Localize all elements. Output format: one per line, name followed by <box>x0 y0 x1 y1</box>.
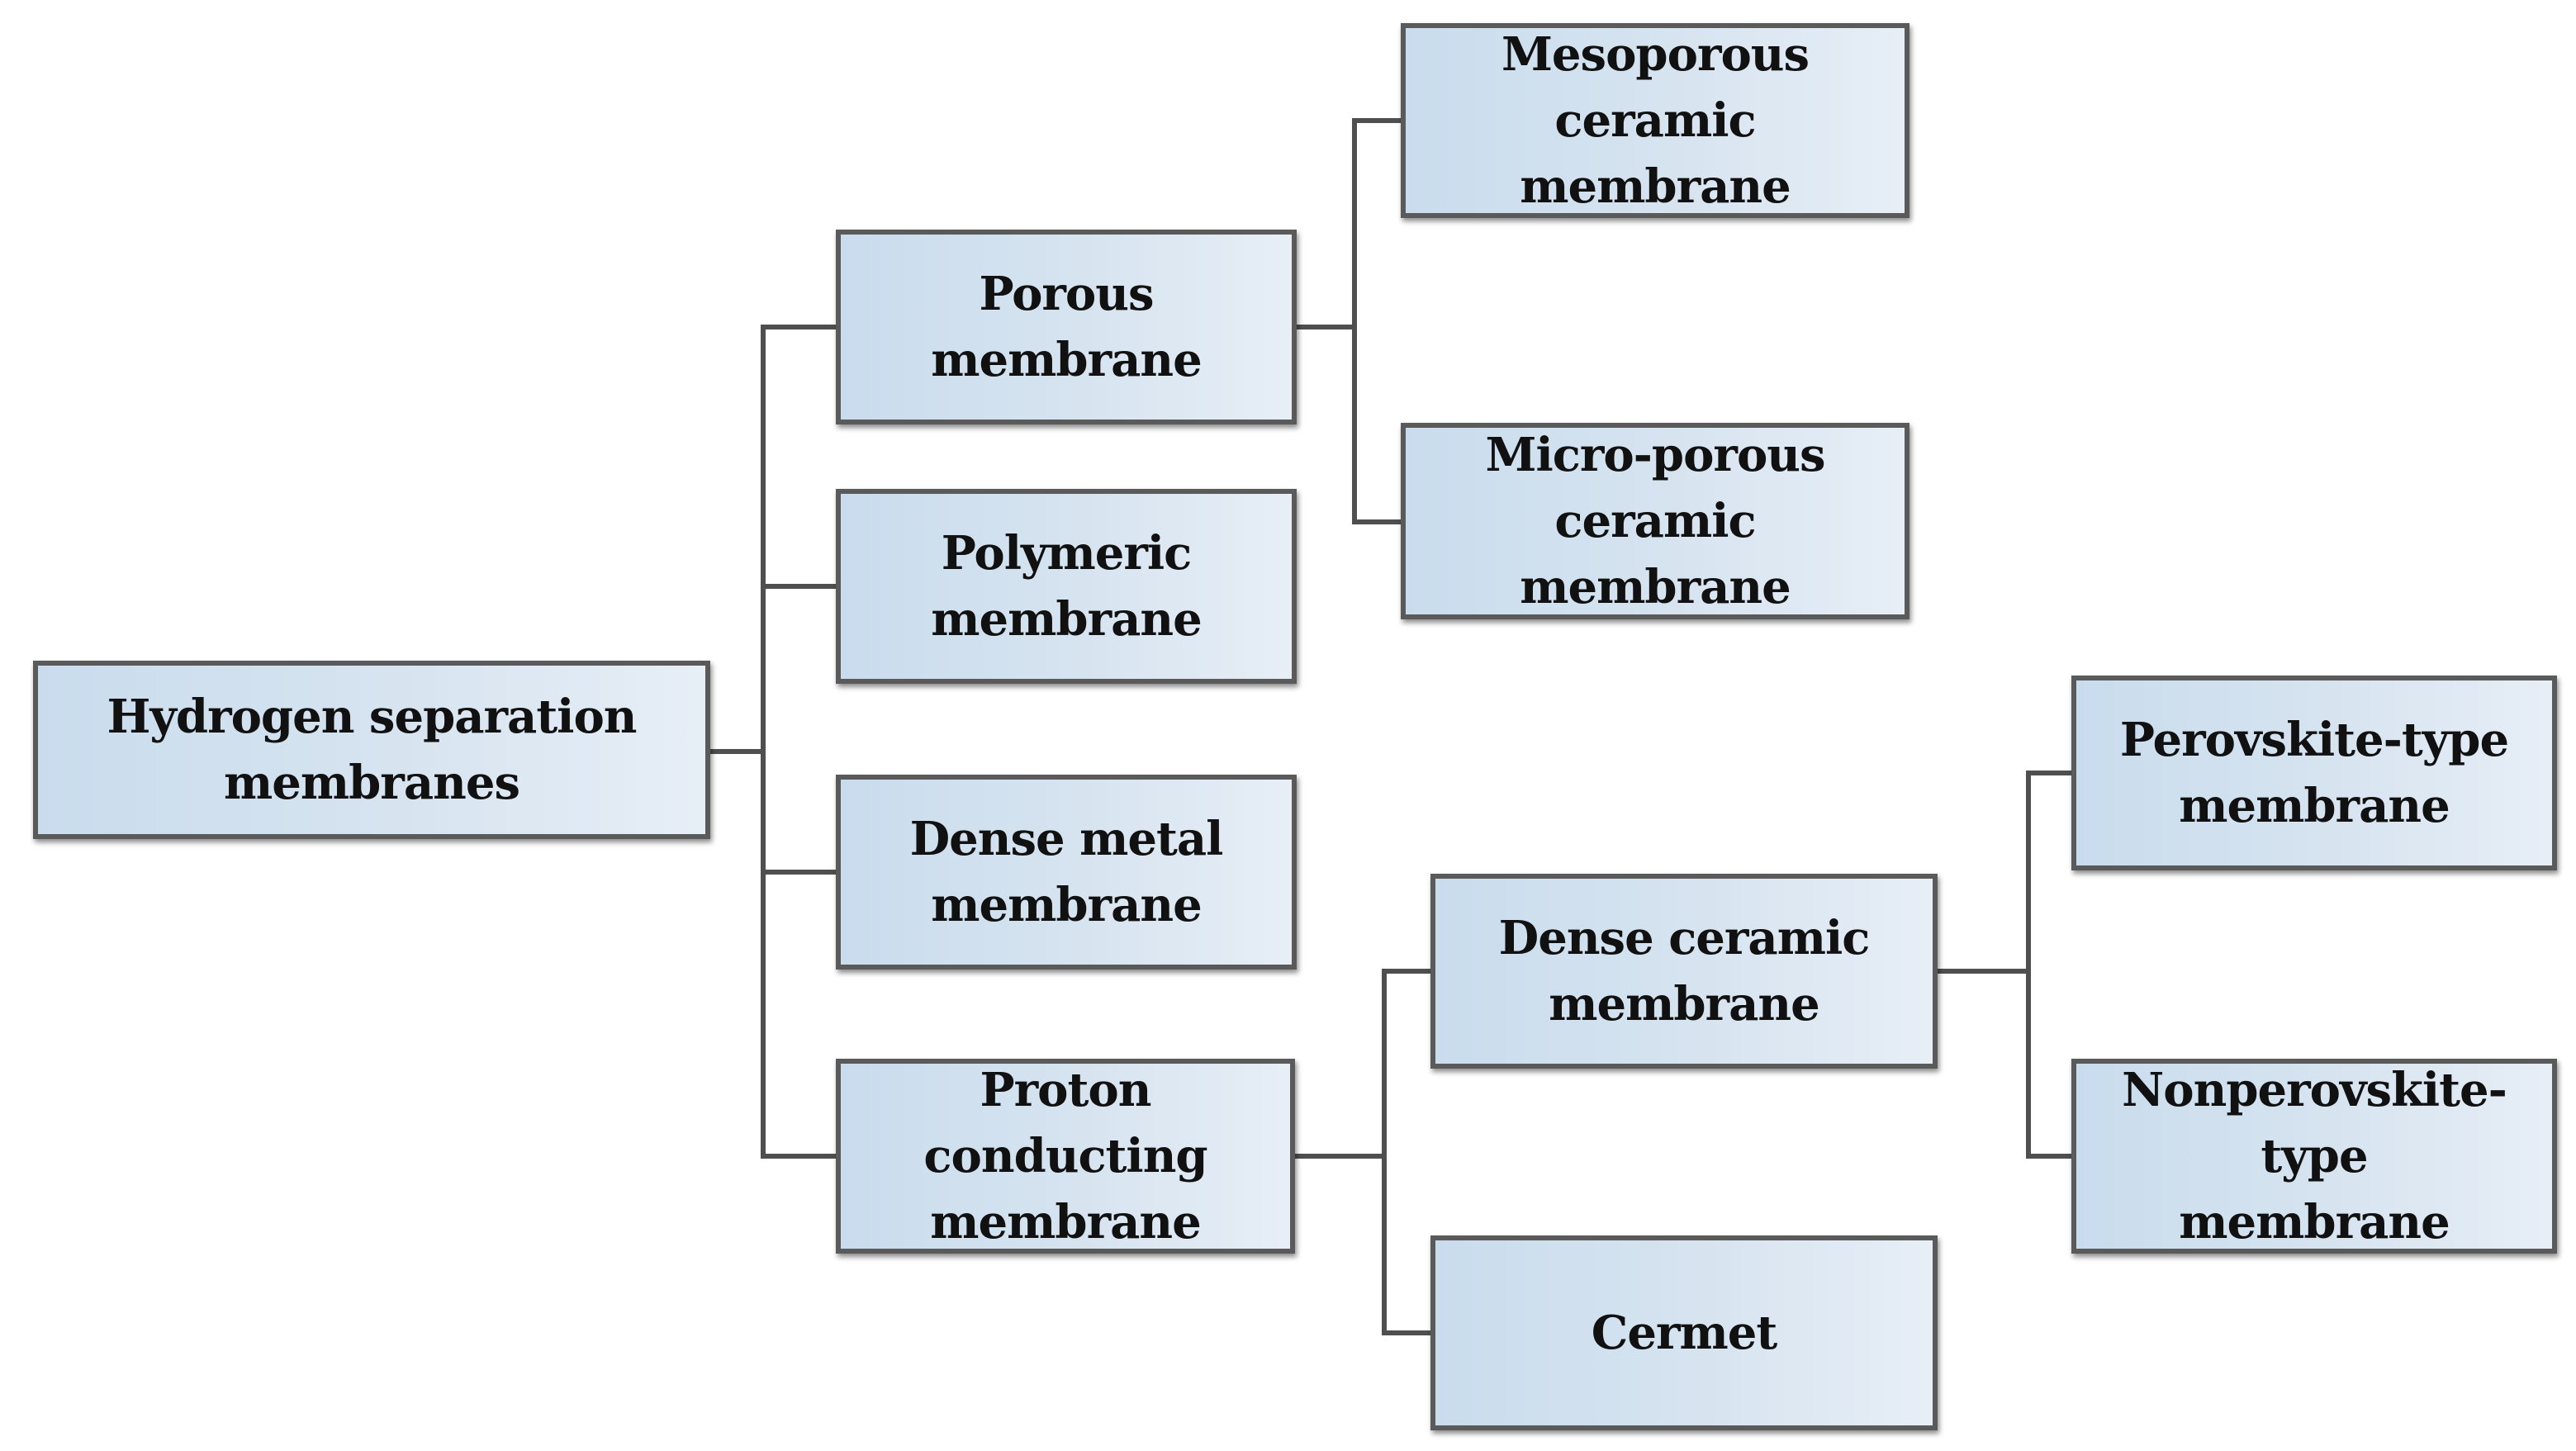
node-label: Micro-porous ceramic membrane <box>1485 428 1825 614</box>
node-label: Dense metal membrane <box>909 812 1224 932</box>
node-label: Polymeric membrane <box>931 526 1202 647</box>
node-label: Perovskite-type membrane <box>2119 713 2509 833</box>
node-label: Proton conducting membrane <box>923 1063 1207 1249</box>
node-label: Porous membrane <box>931 267 1202 387</box>
node-label: Mesoporous ceramic membrane <box>1501 27 1810 214</box>
node-nonperovskite-type-membrane: Nonperovskite-type membrane <box>2071 1059 2557 1254</box>
node-microporous-ceramic-membrane: Micro-porous ceramic membrane <box>1401 423 1909 619</box>
node-label: Dense ceramic membrane <box>1498 911 1871 1031</box>
node-label: Nonperovskite-type membrane <box>2122 1063 2507 1249</box>
node-label: Hydrogen separation membranes <box>107 690 637 810</box>
node-label: Cermet <box>1591 1306 1777 1360</box>
node-dense-metal-membrane: Dense metal membrane <box>836 775 1297 970</box>
node-porous-membrane: Porous membrane <box>836 230 1297 424</box>
node-dense-ceramic-membrane: Dense ceramic membrane <box>1430 874 1938 1069</box>
node-polymeric-membrane: Polymeric membrane <box>836 489 1297 684</box>
node-perovskite-type-membrane: Perovskite-type membrane <box>2071 676 2557 870</box>
node-cermet: Cermet <box>1430 1235 1938 1430</box>
node-hydrogen-separation-membranes: Hydrogen separation membranes <box>33 661 710 839</box>
node-mesoporous-ceramic-membrane: Mesoporous ceramic membrane <box>1401 23 1909 218</box>
node-proton-conducting-membrane: Proton conducting membrane <box>836 1059 1295 1254</box>
